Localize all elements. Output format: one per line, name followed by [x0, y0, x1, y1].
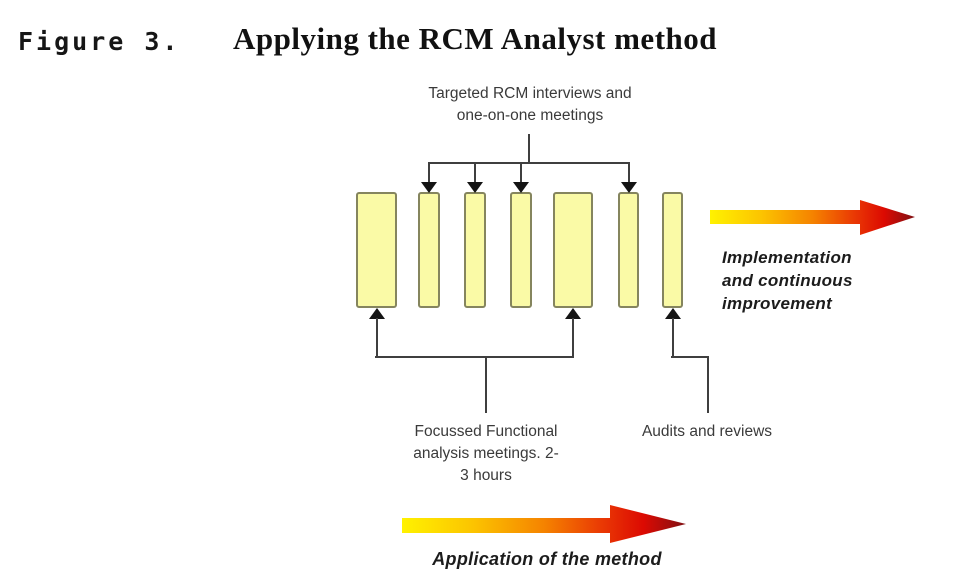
connector-line: [671, 318, 674, 358]
connector-line: [474, 162, 476, 183]
top-annotation-line2: one-on-one meetings: [456, 107, 604, 124]
connector-line: [375, 318, 378, 358]
process-bar: [618, 192, 639, 308]
figure-number-label: Figure 3.: [18, 27, 181, 56]
process-bar: [356, 192, 397, 308]
application-label-text: Application of the method: [432, 549, 662, 569]
top-annotation: Targeted RCM interviews and one-on-one m…: [355, 83, 705, 127]
connector-line: [572, 318, 574, 358]
process-bar: [662, 192, 683, 308]
figure-heading: Applying the RCM Analyst method: [233, 21, 717, 56]
bottom-right-connector-stem: [707, 356, 709, 413]
bottom-left-connector-stem: [485, 356, 487, 413]
process-bar: [418, 192, 440, 308]
focussed-annotation-line2: analysis meetings. 2-: [413, 445, 559, 462]
bottom-left-connector-rail: [375, 356, 574, 358]
arrowhead-down-icon: [620, 182, 637, 193]
top-connector-rail: [428, 162, 629, 164]
implementation-arrow-icon: [710, 200, 915, 235]
connector-line: [428, 162, 430, 183]
arrowhead-down-icon: [467, 182, 483, 193]
arrowhead-up-icon: [664, 308, 681, 319]
focussed-annotation-line1: Focussed Functional: [414, 423, 558, 440]
audits-annotation-text: Audits and reviews: [641, 423, 773, 440]
arrowhead-down-icon: [421, 182, 437, 193]
arrowhead-up-icon: [368, 308, 385, 319]
top-connector-stem: [528, 134, 530, 163]
implementation-label-line3: improvement: [722, 294, 833, 313]
bottom-right-connector-rail: [671, 356, 709, 358]
implementation-label-line1: Implementation: [722, 248, 852, 267]
process-bar: [464, 192, 486, 308]
focussed-annotation-line3: 3 hours: [460, 467, 512, 484]
top-annotation-line1: Targeted RCM interviews and: [428, 85, 632, 102]
implementation-label-line2: and continuous: [722, 271, 853, 290]
arrowhead-up-icon: [565, 308, 581, 319]
arrowhead-down-icon: [513, 182, 529, 193]
focussed-meetings-annotation: Focussed Functional analysis meetings. 2…: [346, 421, 626, 487]
figure-title-row: Figure 3. Applying the RCM Analyst metho…: [0, 0, 980, 70]
application-label: Application of the method: [397, 548, 697, 571]
process-bar: [553, 192, 593, 308]
process-bar: [510, 192, 532, 308]
connector-line: [627, 162, 630, 183]
application-arrow-icon: [402, 505, 686, 543]
audits-annotation: Audits and reviews: [587, 421, 827, 443]
connector-line: [520, 162, 522, 183]
implementation-label: Implementation and continuous improvemen…: [722, 246, 853, 315]
